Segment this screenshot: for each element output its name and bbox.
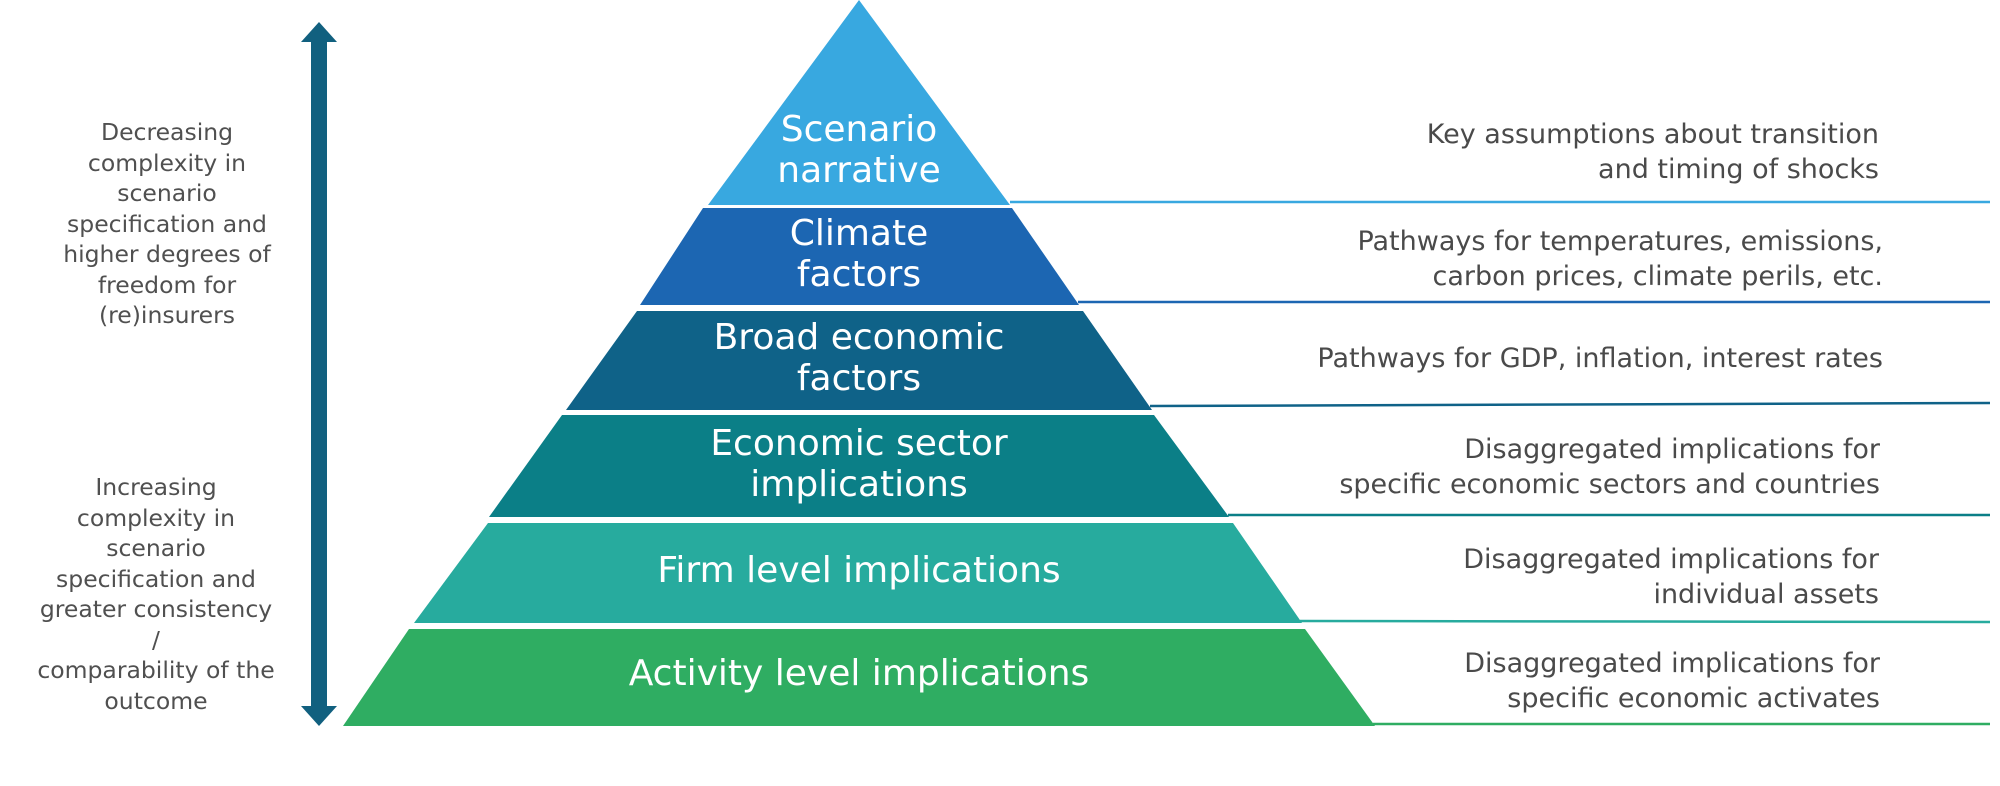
layer-label-economic-sector-implications: Economic sector implications [559,423,1159,505]
description-line: and timing of shocks [1598,154,1879,185]
layer-label-line: factors [796,358,922,399]
arrow-label-line: scenario [117,179,217,207]
arrow-label-line: (re)insurers [98,301,235,329]
layer-broad-economic-factors [566,311,1152,410]
layer-label-activity-level-implications: Activity level implications [509,653,1209,694]
arrow-label-line: comparability of the [37,656,275,684]
layer-label-line: Economic sector [710,423,1008,464]
layer-climate-factors [640,208,1079,305]
description-line: Key assumptions about transition [1426,119,1879,150]
description-line: specific economic activates [1507,683,1880,714]
description-line: Disaggregated implications for [1464,434,1880,465]
description-climate-factors: Pathways for temperatures, emissions, ca… [1183,224,1883,294]
layer-label-line: Scenario [780,109,938,150]
description-line: specific economic sectors and countries [1339,469,1880,500]
arrow-label-line: complexity in [76,503,236,532]
description-line: carbon prices, climate perils, etc. [1432,261,1883,292]
layer-label-scenario-narrative: Scenario narrative [709,109,1009,191]
arrow-label-line: specification and [56,564,256,593]
description-broad-economic-factors: Pathways for GDP, inflation, interest ra… [1183,341,1883,376]
connector-line-broad-economic-factors [1149,401,1991,408]
layer-label-line: Climate [789,213,929,254]
description-activity-level-implications: Disaggregated implications for specific … [1180,646,1880,716]
arrow-label-line: freedom for [97,270,237,299]
layer-label-line: implications [750,464,968,505]
layer-firm-level-implications [414,523,1302,623]
arrow-label-line: outcome [104,686,208,715]
complexity-arrow [301,22,337,726]
description-line: Disaggregated implications for [1463,544,1879,575]
description-firm-level-implications: Disaggregated implications for individua… [1179,542,1879,612]
layer-economic-sector-implications [489,415,1229,517]
layer-label-line: Broad economic [713,317,1005,358]
connector-line-firm-level-implications [1299,619,1991,624]
arrow-shaft [311,40,327,710]
layer-label-climate-factors: Climate factors [659,213,1059,295]
layer-label-broad-economic-factors: Broad economic factors [609,317,1109,399]
layer-label-line: factors [796,254,922,295]
arrow-label-bottom: Increasing complexity in scenario specif… [36,472,276,716]
arrow-head-up [301,22,337,42]
description-line: Pathways for temperatures, emissions, [1357,226,1883,257]
description-line: Pathways for GDP, inflation, interest ra… [1317,343,1883,374]
description-economic-sector-implications: Disaggregated implications for specific … [1180,432,1880,502]
description-scenario-narrative: Key assumptions about transition and tim… [1179,117,1879,187]
description-line: Disaggregated implications for [1464,648,1880,679]
layer-scenario-narrative [708,0,1010,205]
arrow-label-line: Decreasing [100,118,234,146]
arrow-label-line: specification and [67,209,267,238]
arrow-label-line: greater consistency / [39,595,273,654]
arrow-label-line: complexity in [87,148,247,177]
arrow-label-line: higher degrees of [63,240,271,268]
layer-label-line: Activity level implications [628,653,1090,694]
arrow-head-down [301,706,337,726]
layer-label-firm-level-implications: Firm level implications [509,550,1209,591]
description-line: individual assets [1653,579,1879,610]
arrow-label-top: Decreasing complexity in scenario specif… [47,117,287,331]
arrow-label-line: Increasing [95,473,217,501]
arrow-label-line: scenario [106,534,206,562]
layer-label-line: narrative [777,150,941,191]
layer-label-line: Firm level implications [657,550,1061,591]
layer-activity-level-implications [343,629,1375,726]
